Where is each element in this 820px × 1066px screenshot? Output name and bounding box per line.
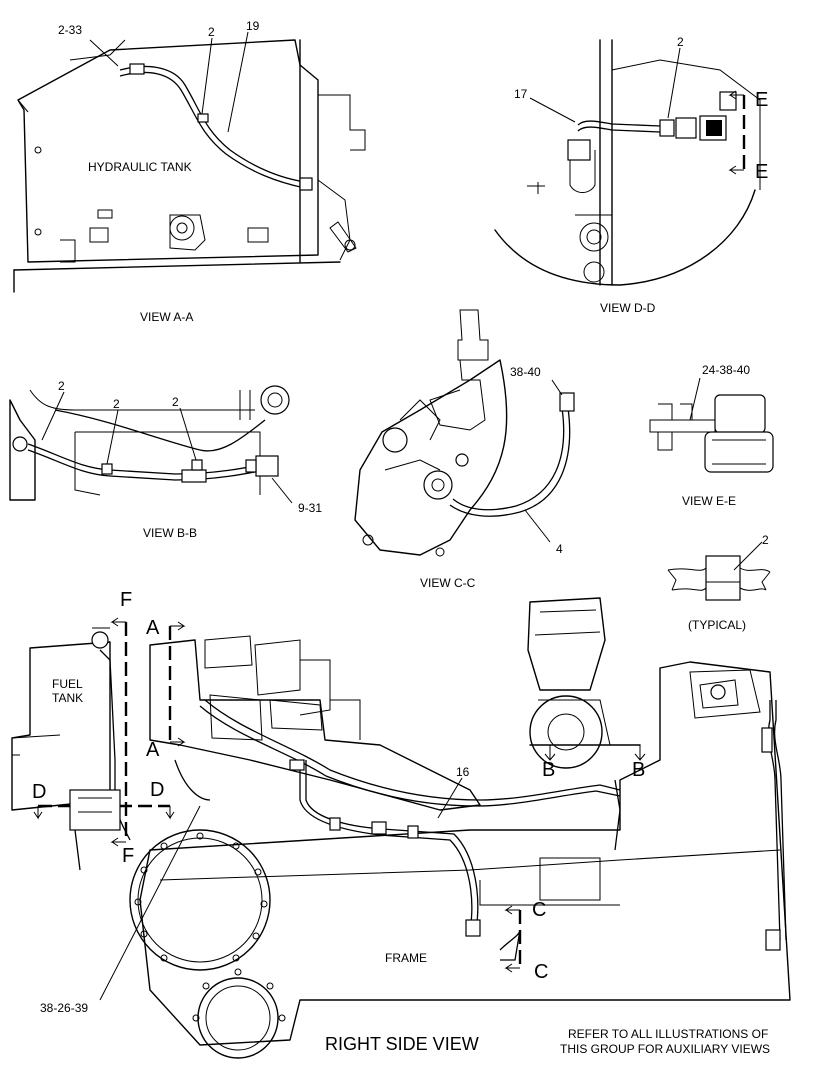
section-a-top: A — [146, 617, 160, 639]
reference-note: REFER TO ALL ILLUSTRATIONS OF THIS GROUP… — [560, 1027, 770, 1056]
callout-17: 17 — [514, 87, 528, 101]
callout-2a: 2 — [58, 379, 65, 393]
callout-2c: 2 — [172, 395, 179, 409]
fuel-tank-label-1: FUEL — [52, 677, 83, 691]
callout-24-38-40: 24-38-40 — [702, 363, 750, 377]
view-b-b: 2 2 2 9-31 VIEW B-B — [9, 379, 322, 540]
view-b-b-title: VIEW B-B — [143, 526, 197, 540]
callout-9-31: 9-31 — [298, 501, 322, 515]
callout-38-40: 38-40 — [510, 365, 541, 379]
section-f-top: F — [120, 589, 132, 611]
callout-2: 2 — [208, 25, 215, 39]
view-e-e: 24-38-40 VIEW E-E — [649, 363, 774, 508]
typical-label: (TYPICAL) — [688, 618, 746, 632]
section-e-top: E — [755, 89, 768, 111]
view-c-c: 38-40 4 VIEW C-C — [354, 309, 575, 590]
hydraulic-tank-label: HYDRAULIC TANK — [88, 160, 192, 174]
note-line-1: REFER TO ALL ILLUSTRATIONS OF — [568, 1027, 768, 1041]
note-line-2: THIS GROUP FOR AUXILIARY VIEWS — [560, 1042, 770, 1056]
typical-callout-2: 2 — [762, 533, 769, 547]
section-d-left: D — [32, 781, 46, 803]
section-b-right: B — [632, 759, 645, 781]
view-d-d-title: VIEW D-D — [600, 301, 656, 315]
section-c-bottom: C — [534, 961, 548, 983]
view-c-c-title: VIEW C-C — [420, 576, 476, 590]
callout-16: 16 — [456, 765, 470, 779]
typical-detail: 2 (TYPICAL) — [667, 533, 771, 632]
callout-2-33: 2-33 — [58, 23, 82, 37]
view-d-d: E E 17 2 VIEW D-D — [494, 35, 768, 315]
section-e-bottom: E — [755, 161, 768, 183]
section-d-right: D — [150, 779, 164, 801]
view-e-e-title: VIEW E-E — [682, 494, 736, 508]
section-a-bottom: A — [146, 739, 160, 761]
section-c-top: C — [532, 899, 546, 921]
right-side-view: 16 38-26-39 FUEL TANK FRAME F F A A D D … — [11, 589, 791, 1059]
section-f-bottom: F — [122, 845, 134, 867]
frame-label: FRAME — [385, 951, 427, 965]
callout-19: 19 — [246, 19, 260, 33]
fuel-tank-label-2: TANK — [52, 691, 83, 705]
callout-2b: 2 — [113, 397, 120, 411]
view-a-a: 2-33 2 19 HYDRAULIC TANK VIEW A-A — [13, 19, 366, 324]
main-title: RIGHT SIDE VIEW — [325, 1034, 479, 1054]
callout-4: 4 — [556, 542, 563, 556]
section-b-left: B — [542, 759, 555, 781]
callout-2: 2 — [677, 35, 684, 49]
callout-38-26-39: 38-26-39 — [40, 1001, 88, 1015]
view-a-a-title: VIEW A-A — [140, 310, 193, 324]
